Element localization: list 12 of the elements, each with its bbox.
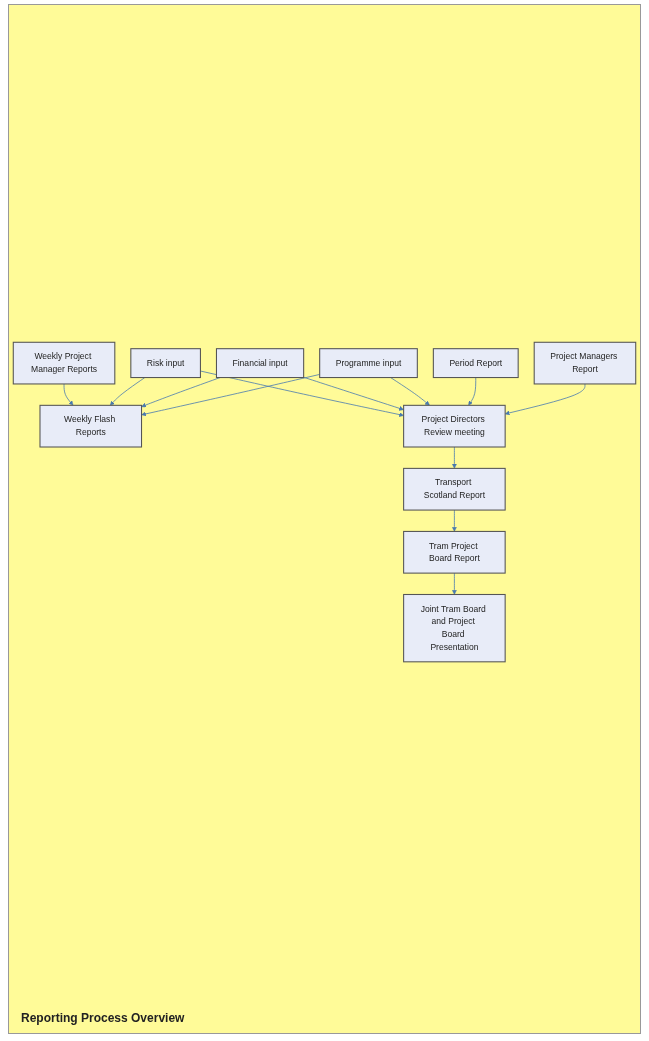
node-box: Transport Scotland Report: [403, 468, 506, 512]
node-box: Joint Tram Board and Project Board Presentation: [403, 594, 506, 663]
node-box: Period Report: [432, 348, 519, 379]
caption: Reporting Process Overview: [21, 1011, 185, 1025]
node-box: Financial input: [215, 348, 305, 379]
node-box: Weekly Project Manager Reports: [12, 342, 116, 385]
node-box: Project Managers Report: [533, 342, 637, 385]
node-box: Programme input: [319, 348, 418, 379]
node-box: Tram Project Board Report: [403, 531, 506, 575]
node-box: Risk input: [130, 348, 201, 379]
node-box: Weekly Flash Reports: [39, 405, 143, 448]
node-box: Project Directors Review meeting: [403, 405, 506, 448]
